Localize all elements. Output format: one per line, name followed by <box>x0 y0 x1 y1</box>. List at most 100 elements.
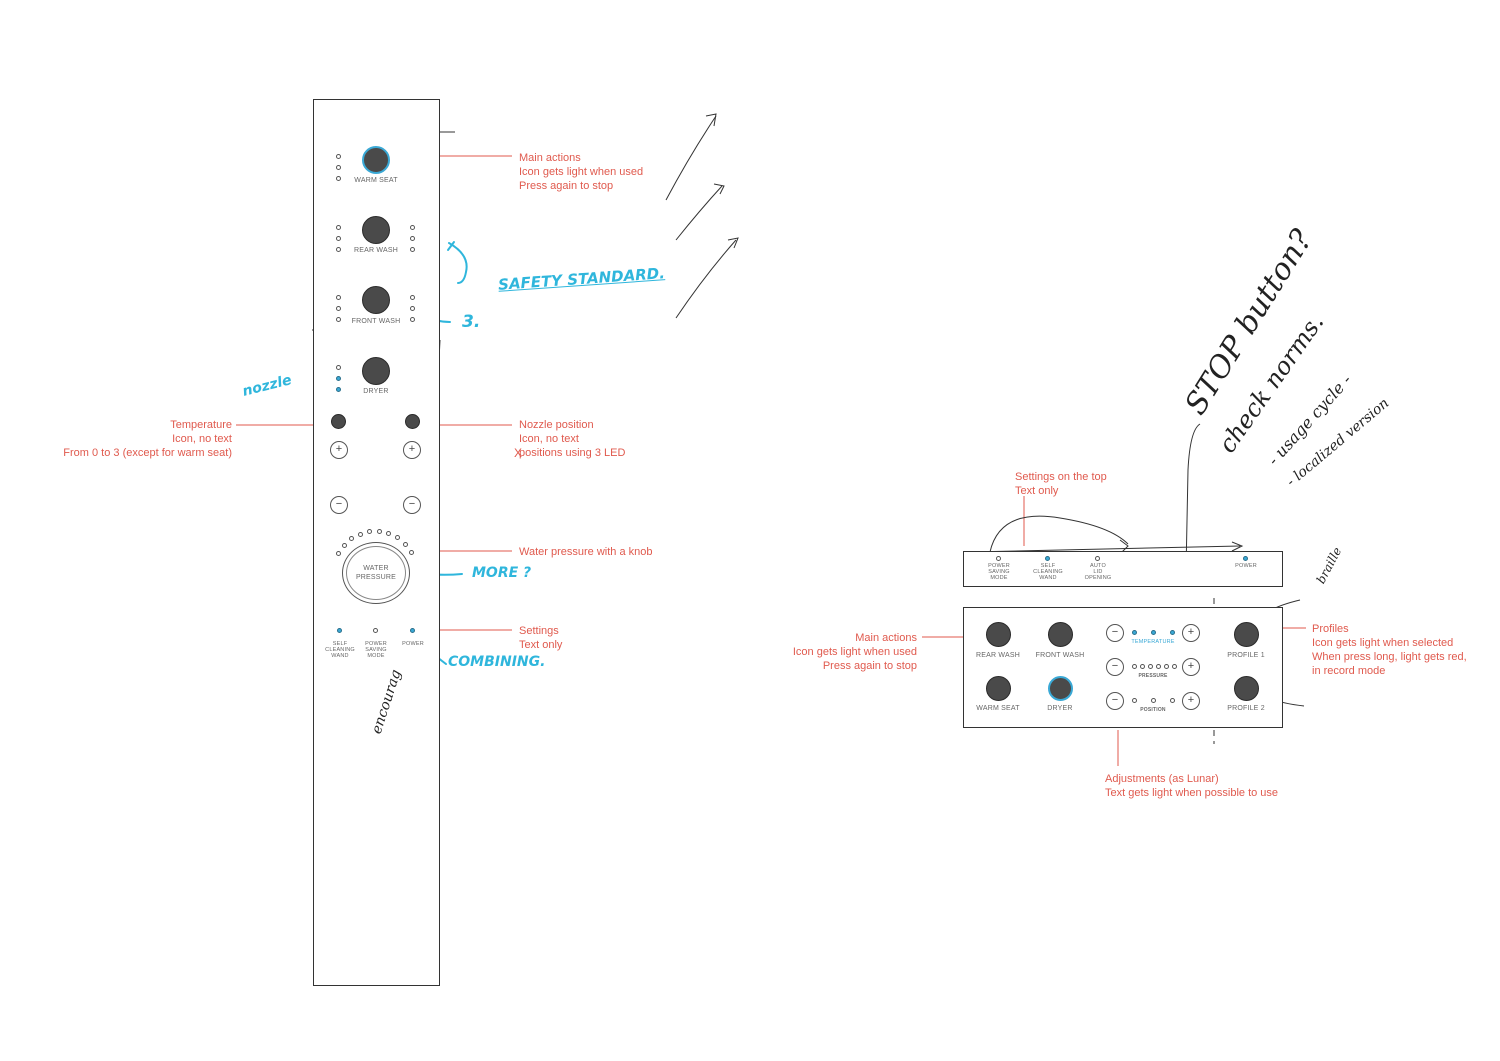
power-saving-mode-label[interactable]: POWER SAVING MODE <box>365 641 387 659</box>
water-pressure-label: WATER PRESSURE <box>355 565 397 581</box>
led <box>336 236 341 241</box>
power-led-top <box>1243 556 1248 561</box>
pressure-led <box>1148 664 1153 669</box>
three-note: 3. <box>462 312 481 332</box>
pressure-led <box>367 529 372 534</box>
led <box>410 236 415 241</box>
nozzle-plus-button[interactable]: + <box>403 441 421 459</box>
temperature-annotation: Temperature Icon, no text From 0 to 3 (e… <box>63 419 232 459</box>
pressure-led <box>409 550 414 555</box>
position-label: POSITION <box>1140 707 1166 713</box>
temperature-minus-button[interactable]: − <box>330 496 348 514</box>
led <box>336 317 341 322</box>
nozzle-position-annotation: Nozzle position Icon, no text positions … <box>519 419 626 459</box>
adjustments-annotation: Adjustments (as Lunar) Text gets light w… <box>1105 773 1279 799</box>
profile-1-label: PROFILE 1 <box>1227 652 1265 659</box>
led <box>336 295 341 300</box>
led <box>410 247 415 252</box>
self-cleaning-led <box>337 628 342 633</box>
front-wash-button[interactable] <box>1048 622 1073 647</box>
main-actions-annotation: Main actions Icon gets light when used P… <box>519 152 644 192</box>
dryer-button[interactable] <box>362 357 390 385</box>
front-wash-label: FRONT WASH <box>351 318 401 325</box>
position-led <box>1151 698 1156 703</box>
water-pressure-annotation: Water pressure with a knob <box>519 546 653 558</box>
position-minus-button[interactable]: − <box>1106 692 1124 710</box>
pressure-led <box>336 551 341 556</box>
temperature-button[interactable] <box>331 414 346 429</box>
led <box>336 306 341 311</box>
water-pressure-knob-inner <box>346 546 406 600</box>
power-led <box>410 628 415 633</box>
pressure-led <box>358 532 363 537</box>
led <box>336 154 341 159</box>
pressure-led <box>1156 664 1161 669</box>
pressure-led <box>1132 664 1137 669</box>
profile-2-button[interactable] <box>1234 676 1259 701</box>
temperature-plus-button[interactable]: + <box>330 441 348 459</box>
rear-wash-button[interactable] <box>362 216 390 244</box>
dryer-label: DRYER <box>1047 705 1073 712</box>
nozzle-strike-mark: X <box>514 446 523 460</box>
nozzle-minus-button[interactable]: − <box>403 496 421 514</box>
led-on <box>336 376 341 381</box>
pressure-label: PRESSURE <box>1138 673 1168 679</box>
temperature-led <box>1132 630 1137 635</box>
position-plus-button[interactable]: + <box>1182 692 1200 710</box>
rear-wash-label: REAR WASH <box>354 247 398 254</box>
led-on <box>336 387 341 392</box>
warm-seat-label: WARM SEAT <box>354 177 398 184</box>
power-label[interactable]: POWER <box>402 641 424 647</box>
pressure-led <box>1172 664 1177 669</box>
pressure-plus-button[interactable]: + <box>1182 658 1200 676</box>
temperature-plus-button[interactable]: + <box>1182 624 1200 642</box>
warm-seat-button[interactable] <box>362 146 390 174</box>
led <box>336 165 341 170</box>
settings-top-annotation: Settings on the top Text only <box>1015 471 1107 497</box>
warm-seat-button[interactable] <box>986 676 1011 701</box>
led <box>410 306 415 311</box>
power-saving-mode-led <box>996 556 1001 561</box>
auto-lid-opening-led <box>1095 556 1100 561</box>
profiles-annotation: Profiles Icon gets light when selected W… <box>1312 623 1467 677</box>
temperature-minus-button[interactable]: − <box>1106 624 1124 642</box>
front-wash-button[interactable] <box>362 286 390 314</box>
led <box>336 176 341 181</box>
top-settings-panel <box>963 551 1283 587</box>
dryer-button[interactable] <box>1048 676 1073 701</box>
led <box>336 247 341 252</box>
profile-2-label: PROFILE 2 <box>1227 705 1265 712</box>
self-cleaning-wand-label[interactable]: SELF CLEANING WAND <box>325 641 355 659</box>
pressure-led <box>342 543 347 548</box>
temperature-label: TEMPERATURE <box>1131 639 1175 645</box>
main-actions-annotation-right: Main actions Icon gets light when used P… <box>792 632 917 672</box>
pressure-minus-button[interactable]: − <box>1106 658 1124 676</box>
power-saving-mode-setting[interactable]: POWER SAVING MODE <box>988 563 1010 581</box>
led <box>336 365 341 370</box>
power-setting[interactable]: POWER <box>1235 563 1257 569</box>
temperature-led <box>1170 630 1175 635</box>
pressure-led <box>377 529 382 534</box>
position-led <box>1170 698 1175 703</box>
position-led <box>1132 698 1137 703</box>
auto-lid-opening-setting[interactable]: AUTO LID OPENING <box>1084 563 1112 581</box>
front-wash-label: FRONT WASH <box>1035 652 1085 659</box>
warm-seat-label: WARM SEAT <box>976 705 1020 712</box>
nozzle-position-button[interactable] <box>405 414 420 429</box>
rear-wash-button[interactable] <box>986 622 1011 647</box>
pressure-led <box>1164 664 1169 669</box>
settings-annotation-left: Settings Text only <box>519 625 563 651</box>
combining-note: COMBINING. <box>448 654 546 670</box>
pressure-led <box>395 535 400 540</box>
temperature-led <box>1151 630 1156 635</box>
led <box>336 225 341 230</box>
pressure-led <box>386 531 391 536</box>
pressure-led <box>403 542 408 547</box>
profile-1-button[interactable] <box>1234 622 1259 647</box>
self-cleaning-wand-setting[interactable]: SELF CLEANING WAND <box>1033 563 1063 581</box>
rear-wash-label: REAR WASH <box>976 652 1020 659</box>
dryer-label: DRYER <box>363 388 389 395</box>
self-cleaning-wand-led <box>1045 556 1050 561</box>
led <box>410 317 415 322</box>
